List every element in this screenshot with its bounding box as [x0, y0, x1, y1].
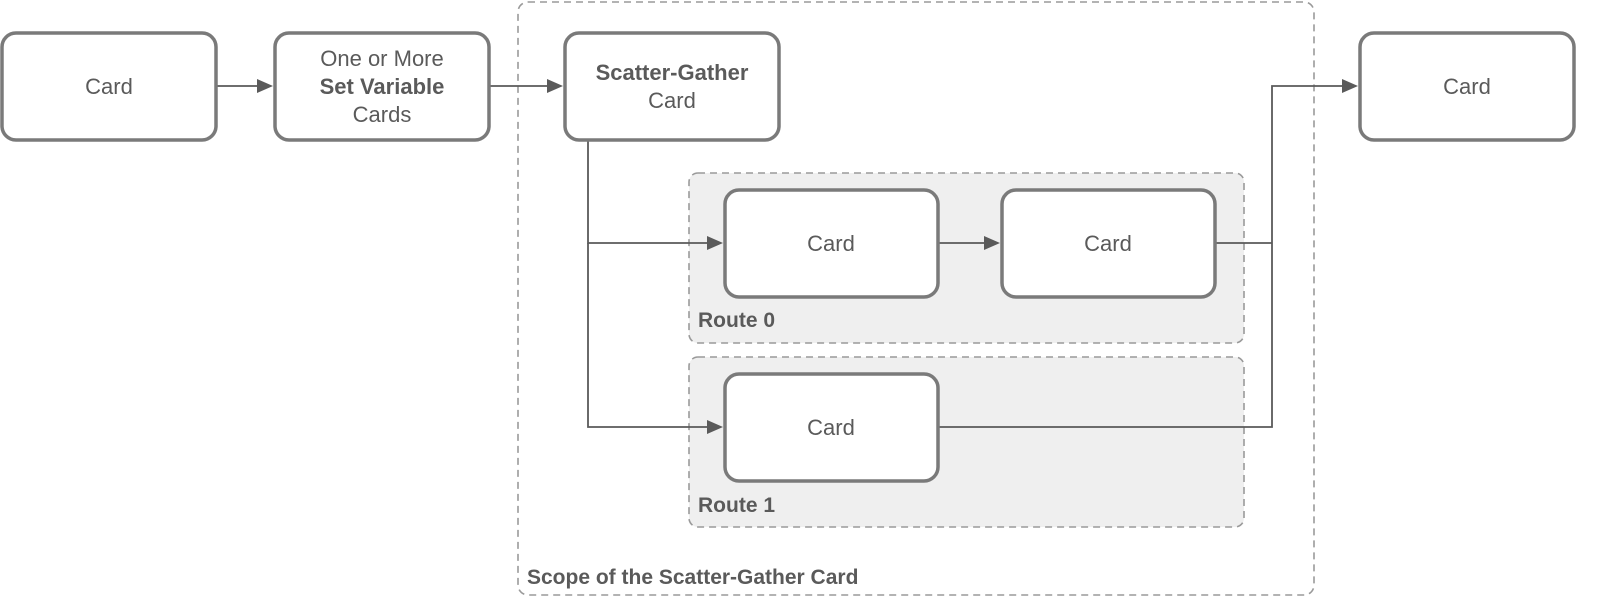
scope-boundary: [517, 1, 1315, 596]
route-0-label: Route 0: [698, 309, 775, 332]
card-end: Card: [1358, 31, 1576, 142]
set-variable-line2: Set Variable: [320, 74, 445, 99]
arrowhead-scatter-to-route0: [707, 236, 723, 250]
scatter-gather-line1: Scatter-Gather: [596, 60, 749, 85]
card-route0-first: Card: [723, 188, 940, 299]
route-1-label: Route 1: [698, 494, 775, 517]
scope-label: Scope of the Scatter-Gather Card: [527, 566, 858, 589]
arrowhead-start-to-setvar: [257, 79, 273, 93]
connector-scatter-to-route1: [587, 243, 708, 428]
card-route0-second-label: Card: [1084, 231, 1132, 256]
card-route0-first-label: Card: [807, 231, 855, 256]
connector-route1-to-gather: [938, 85, 1344, 428]
card-start: Card: [0, 31, 218, 142]
card-end-label: Card: [1443, 74, 1491, 99]
card-set-variable: One or More Set Variable Cards: [273, 31, 491, 142]
arrowhead-scatter-to-route1: [707, 420, 723, 434]
card-route1-first-label: Card: [807, 415, 855, 440]
card-route1-first: Card: [723, 372, 940, 483]
set-variable-line1: One or More: [320, 46, 444, 71]
card-route0-second: Card: [1000, 188, 1217, 299]
scatter-gather-line2: Card: [648, 88, 696, 113]
arrowhead-route0-card-to-card: [984, 236, 1000, 250]
set-variable-line3: Cards: [353, 102, 412, 127]
arrowhead-gather-to-end: [1342, 79, 1358, 93]
card-start-label: Card: [85, 74, 133, 99]
arrowhead-setvar-to-scatter: [547, 79, 563, 93]
card-scatter-gather: Scatter-Gather Card: [563, 31, 781, 142]
